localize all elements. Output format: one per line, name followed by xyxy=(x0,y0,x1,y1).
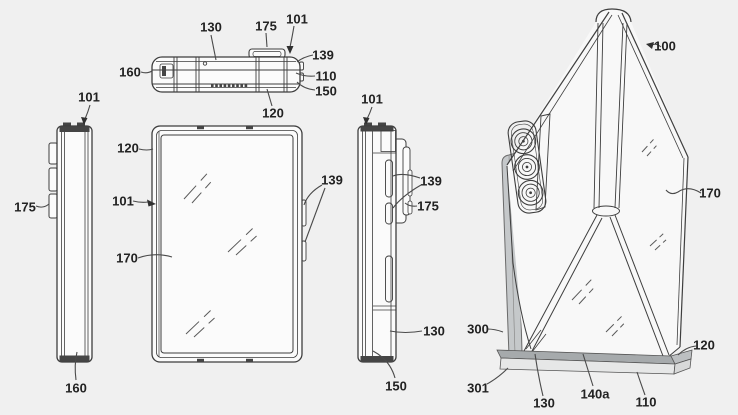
plate-key-1 xyxy=(407,169,413,197)
ref-label-top-110: 110 xyxy=(316,69,337,84)
hinge-bottom-ellipse xyxy=(592,205,620,217)
hinge-cap-detail xyxy=(159,63,174,79)
mic-hole xyxy=(202,61,208,66)
folded-screen-reflections xyxy=(571,127,681,337)
speaker-grille xyxy=(211,83,248,88)
top-notch xyxy=(380,130,396,152)
ref-label-top-101: 101 xyxy=(286,12,308,27)
camera-plate-side xyxy=(535,113,551,211)
ref-label-top-130: 130 xyxy=(200,20,222,35)
right-view-top-band xyxy=(360,126,394,132)
ref-label-front-120: 120 xyxy=(117,141,139,156)
ref-label-right-139: 139 xyxy=(420,174,442,189)
ref-label-front-139: 139 xyxy=(321,173,343,188)
front-screen xyxy=(160,134,294,354)
edge-slot-1 xyxy=(385,159,393,198)
top-view-inner-lines xyxy=(156,61,296,88)
leader-lines xyxy=(35,25,702,397)
camera-lens-1 xyxy=(510,128,537,155)
ref-label-fold-300: 300 xyxy=(467,322,489,337)
base-right-front xyxy=(673,358,692,375)
stand-base xyxy=(496,349,693,375)
screen-reflections xyxy=(183,154,277,338)
antenna-tick-top-1 xyxy=(197,126,204,130)
ref-label-fold-170: 170 xyxy=(699,186,721,201)
left-view-bottom-band xyxy=(59,355,90,362)
tent-legs xyxy=(523,214,670,357)
right-view-edge-lines xyxy=(362,129,392,357)
right-view-body xyxy=(357,125,397,363)
ref-label-top-139: 139 xyxy=(312,48,334,63)
reference-labels: 130 175 101 139 110 150 120 160 101 175 … xyxy=(14,12,721,411)
camera-plate-inner xyxy=(510,123,544,211)
ref-label-right-101: 101 xyxy=(361,92,383,107)
ref-label-left-160: 160 xyxy=(65,381,87,396)
top-nub-1 xyxy=(63,122,71,127)
plate-key-2 xyxy=(407,200,413,215)
front-view xyxy=(151,125,307,363)
ref-label-fold-110: 110 xyxy=(636,395,657,410)
right-view-bottom-band xyxy=(360,356,394,362)
ref-label-top-150: 150 xyxy=(315,84,337,99)
antenna-tick-bottom-2 xyxy=(246,358,253,362)
ref-label-right-175: 175 xyxy=(417,199,439,214)
hinge-cap-bar xyxy=(162,66,166,76)
front-view-bezel xyxy=(156,130,298,358)
front-view-frame xyxy=(151,125,303,363)
camera-plate xyxy=(507,120,547,214)
left-side-view xyxy=(48,122,93,363)
edge-slot-3 xyxy=(385,255,393,303)
ref-label-right-150: 150 xyxy=(385,379,407,394)
ref-label-front-101: 101 xyxy=(112,194,134,209)
folded-tent-view xyxy=(496,8,693,375)
ref-label-right-130: 130 xyxy=(423,324,445,339)
ref-label-front-170: 170 xyxy=(116,251,138,266)
ref-label-fold-100: 100 xyxy=(654,39,676,54)
right-view-dividers xyxy=(373,152,396,311)
ref-label-fold-140a: 140a xyxy=(581,387,611,402)
ref-label-top-175: 175 xyxy=(255,19,277,34)
ref-label-left-175: 175 xyxy=(14,200,36,215)
side-button-1 xyxy=(48,142,58,165)
side-button-2 xyxy=(48,167,58,192)
antenna-tick-top-2 xyxy=(246,126,253,130)
top-view-seams xyxy=(173,57,288,92)
ref-label-fold-130: 130 xyxy=(533,396,555,411)
right-top-nub-1 xyxy=(364,122,372,127)
right-top-nub-2 xyxy=(378,122,386,127)
camera-lens-2 xyxy=(514,154,540,180)
camera-module xyxy=(507,120,547,214)
tent-silhouette xyxy=(507,9,688,357)
ref-label-top-160: 160 xyxy=(119,65,141,80)
side-button-3 xyxy=(48,193,58,219)
tent-outlines xyxy=(506,8,689,358)
antenna-tick-bottom-1 xyxy=(197,358,204,362)
camera-lens-3 xyxy=(517,179,544,206)
right-side-view xyxy=(357,122,413,363)
ref-label-fold-120: 120 xyxy=(693,338,715,353)
top-edge-view xyxy=(151,48,304,93)
left-view-body xyxy=(56,125,93,363)
top-nub-2 xyxy=(77,122,85,127)
left-view-edge-lines xyxy=(61,130,89,358)
ref-label-left-101: 101 xyxy=(78,90,100,105)
ref-label-top-120: 120 xyxy=(262,106,284,121)
edge-slot-2 xyxy=(385,202,393,225)
ref-label-fold-301: 301 xyxy=(467,381,489,396)
left-view-top-band xyxy=(59,126,90,132)
